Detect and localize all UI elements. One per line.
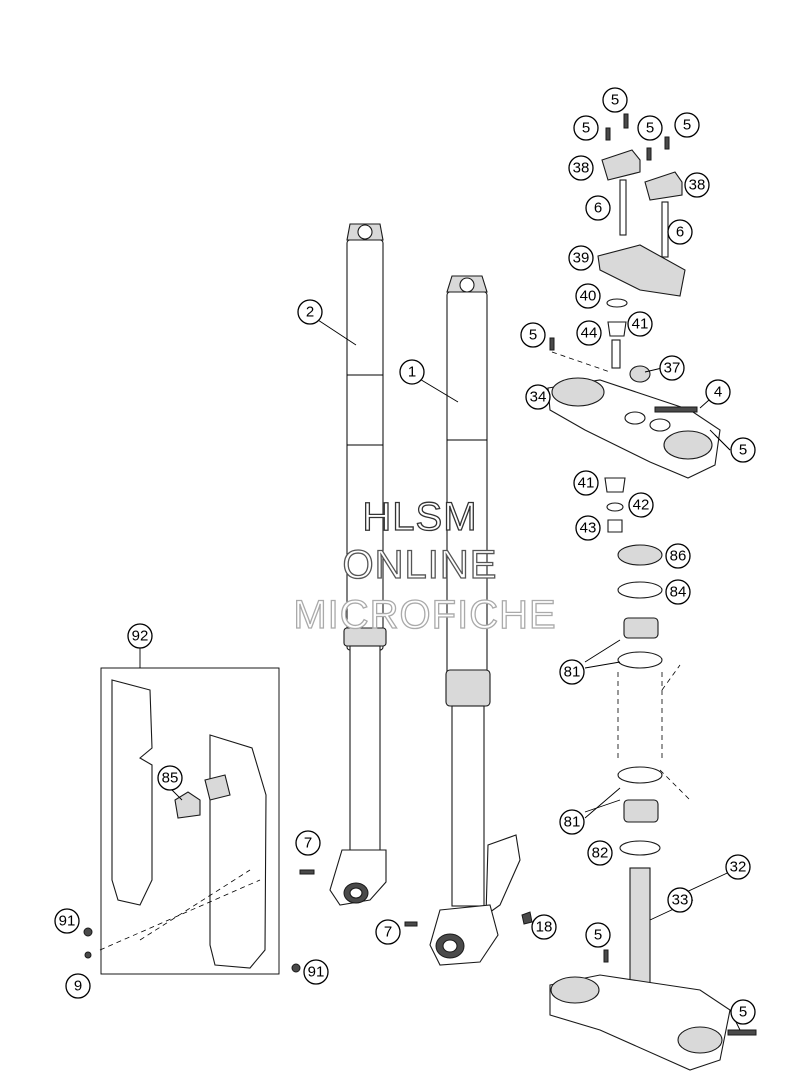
- callout-18-text: 18: [536, 919, 553, 936]
- callout-5b: 5: [573, 115, 599, 141]
- callout-6a-text: 6: [594, 200, 602, 217]
- callout-33-text: 33: [672, 892, 689, 909]
- callout-4: 4: [705, 379, 731, 405]
- callout-33: 33: [667, 887, 693, 913]
- callout-2-text: 2: [306, 304, 314, 321]
- callout-91b-text: 91: [308, 964, 325, 981]
- callout-5e: 5: [520, 322, 546, 348]
- callout-7a: 7: [295, 830, 321, 856]
- watermark: HLSM ONLINE MICROFICHE: [293, 494, 557, 637]
- callout-1: 1: [399, 359, 425, 385]
- callout-5e-text: 5: [529, 327, 537, 344]
- callout-92-text: 92: [132, 628, 149, 645]
- callout-6a: 6: [585, 195, 611, 221]
- callout-82-text: 82: [592, 845, 609, 862]
- callout-38b-text: 38: [689, 177, 706, 194]
- callout-82: 82: [587, 840, 613, 866]
- callout-37: 37: [659, 355, 685, 381]
- callout-42: 42: [628, 492, 654, 518]
- watermark-line2: ONLINE: [343, 543, 498, 587]
- callout-43: 43: [575, 515, 601, 541]
- fork-leg-left: [329, 223, 387, 906]
- callout-42-text: 42: [633, 497, 650, 514]
- leader-lines: [139, 319, 741, 1031]
- callout-38b: 38: [684, 172, 710, 198]
- callout-40: 40: [575, 283, 601, 309]
- callout-81b: 81: [559, 809, 585, 835]
- callout-43-text: 43: [580, 520, 597, 537]
- callout-91a: 91: [54, 908, 80, 934]
- callout-labels: 1 2 4 5 5 5 5 5 5 5 5 6 6 7 7 9 18 32 33…: [54, 87, 756, 1025]
- callout-84-text: 84: [670, 584, 687, 601]
- callout-6b-text: 6: [676, 224, 684, 241]
- callout-81b-text: 81: [564, 814, 581, 831]
- callout-85-text: 85: [162, 770, 179, 787]
- callout-40-text: 40: [580, 288, 597, 305]
- callout-5f-text: 5: [739, 442, 747, 459]
- callout-32: 32: [725, 854, 751, 880]
- lower-triple-clamp: [549, 867, 757, 1071]
- handlebar-clamp-parts: [549, 113, 686, 383]
- callout-86: 86: [665, 543, 691, 569]
- callout-5g-text: 5: [594, 927, 602, 944]
- callout-7b-text: 7: [384, 924, 392, 941]
- callout-7b: 7: [375, 919, 401, 945]
- callout-5c: 5: [637, 115, 663, 141]
- callout-5g: 5: [585, 922, 611, 948]
- callout-84: 84: [665, 579, 691, 605]
- callout-37-text: 37: [664, 360, 681, 377]
- callout-91a-text: 91: [59, 913, 76, 930]
- callout-81a-text: 81: [564, 664, 581, 681]
- callout-4-text: 4: [714, 384, 722, 401]
- callout-85: 85: [157, 765, 183, 791]
- callout-34: 34: [525, 384, 551, 410]
- callout-5b-text: 5: [582, 120, 590, 137]
- callout-39-text: 39: [573, 250, 590, 267]
- misc-small-parts: [299, 869, 533, 927]
- callout-5d: 5: [674, 112, 700, 138]
- upper-triple-clamp: [547, 377, 721, 479]
- callout-41b-text: 41: [578, 475, 595, 492]
- callout-5h-text: 5: [739, 1004, 747, 1021]
- callout-34-text: 34: [530, 389, 547, 406]
- callout-41b: 41: [573, 470, 599, 496]
- callout-44: 44: [576, 320, 602, 346]
- callout-5d-text: 5: [683, 117, 691, 134]
- callout-5a-text: 5: [611, 92, 619, 109]
- callout-1-text: 1: [408, 364, 416, 381]
- callout-6b: 6: [667, 219, 693, 245]
- fork-guard-group: [83, 667, 301, 975]
- watermark-line3: MICROFICHE: [293, 593, 556, 637]
- callout-41a: 41: [627, 311, 653, 337]
- fork-leg-right: [429, 275, 521, 966]
- callout-91b: 91: [303, 959, 329, 985]
- steering-head-parts: [604, 477, 691, 856]
- callout-7a-text: 7: [304, 835, 312, 852]
- callout-38a-text: 38: [573, 160, 590, 177]
- callout-32-text: 32: [730, 859, 747, 876]
- watermark-line1: HLSM: [362, 495, 477, 539]
- callout-9-text: 9: [74, 978, 82, 995]
- callout-86-text: 86: [670, 548, 687, 565]
- callout-39: 39: [568, 245, 594, 271]
- callout-2: 2: [297, 299, 323, 325]
- callout-44-text: 44: [581, 325, 598, 342]
- callout-81a: 81: [559, 659, 585, 685]
- callout-18: 18: [531, 914, 557, 940]
- callout-5h: 5: [730, 999, 756, 1025]
- callout-38a: 38: [568, 155, 594, 181]
- callout-41a-text: 41: [632, 316, 649, 333]
- callout-5f: 5: [730, 437, 756, 463]
- callout-5a: 5: [602, 87, 628, 113]
- callout-92: 92: [127, 623, 153, 649]
- callout-5c-text: 5: [646, 120, 654, 137]
- callout-9: 9: [65, 973, 91, 999]
